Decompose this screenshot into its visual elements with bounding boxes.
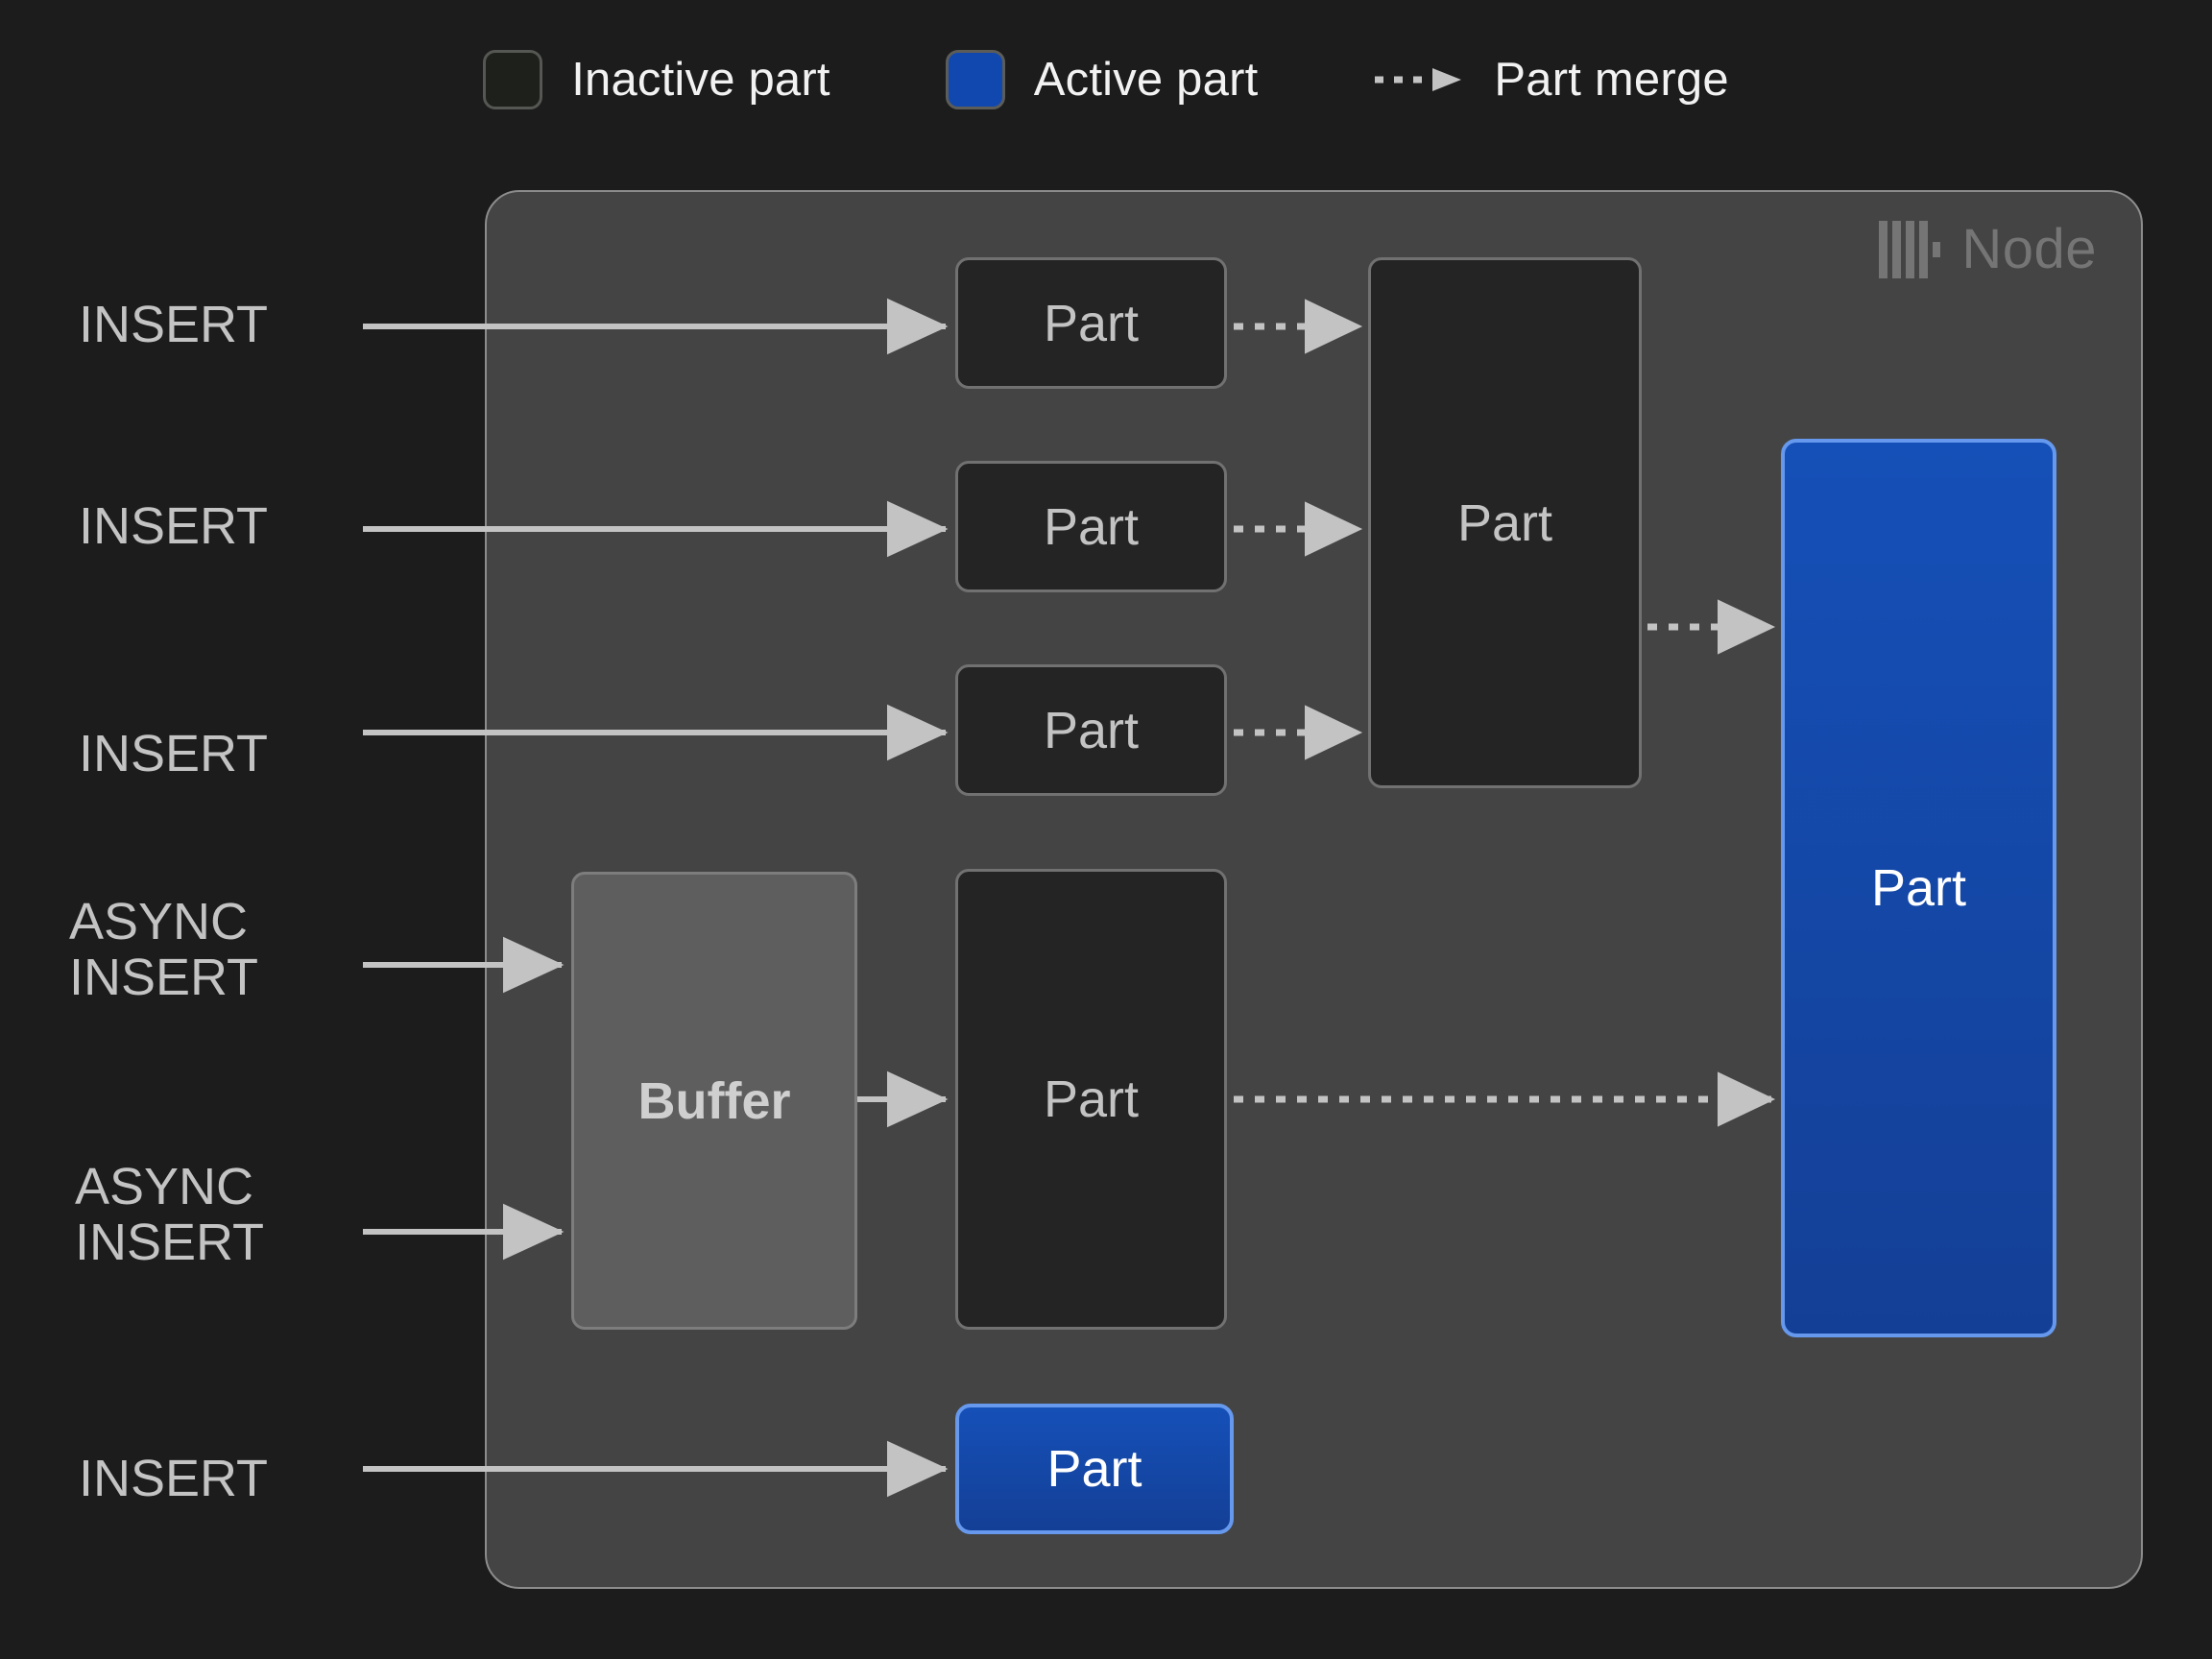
inactive-part-swatch-icon (483, 50, 543, 109)
part-box-a-label: Part (1043, 294, 1140, 352)
legend-item-active-part: Active part (945, 50, 1259, 109)
part-box-buffered[interactable]: Part (955, 869, 1227, 1330)
legend-label-active-part: Active part (1033, 54, 1259, 106)
clickhouse-logo-icon (1879, 220, 1941, 278)
part-box-final-label: Part (1870, 859, 1967, 917)
node-tag: Node (1879, 217, 2097, 281)
input-label-insert-2: INSERT (79, 497, 269, 555)
part-box-b-label: Part (1043, 497, 1140, 556)
legend: Inactive part Active part Part merge (0, 50, 2212, 109)
input-label-async-insert-2: ASYNC INSERT (75, 1158, 265, 1271)
part-box-a[interactable]: Part (955, 257, 1227, 389)
buffer-box-label: Buffer (637, 1071, 791, 1130)
part-box-b[interactable]: Part (955, 461, 1227, 592)
part-box-c-label: Part (1043, 701, 1140, 759)
active-part-swatch-icon (945, 50, 1005, 109)
legend-item-inactive-part: Inactive part (483, 50, 830, 109)
part-box-active-small-label: Part (1046, 1440, 1142, 1498)
part-merge-arrow-icon (1375, 68, 1462, 91)
part-box-c[interactable]: Part (955, 664, 1227, 796)
input-label-insert-1: INSERT (79, 296, 269, 353)
part-box-active-small[interactable]: Part (955, 1404, 1234, 1534)
part-box-final[interactable]: Part (1781, 439, 2056, 1337)
input-label-insert-4: INSERT (79, 1450, 269, 1507)
legend-item-part-merge: Part merge (1373, 53, 1729, 107)
node-label: Node (1961, 218, 2097, 280)
part-box-merged-label: Part (1456, 493, 1553, 552)
part-box-merged[interactable]: Part (1368, 257, 1642, 788)
legend-label-part-merge: Part merge (1494, 54, 1729, 106)
legend-label-inactive-part: Inactive part (571, 54, 830, 106)
buffer-box[interactable]: Buffer (571, 872, 857, 1330)
input-label-insert-3: INSERT (79, 725, 269, 782)
input-label-async-insert-1: ASYNC INSERT (69, 893, 259, 1006)
part-box-buffered-label: Part (1043, 1070, 1140, 1128)
